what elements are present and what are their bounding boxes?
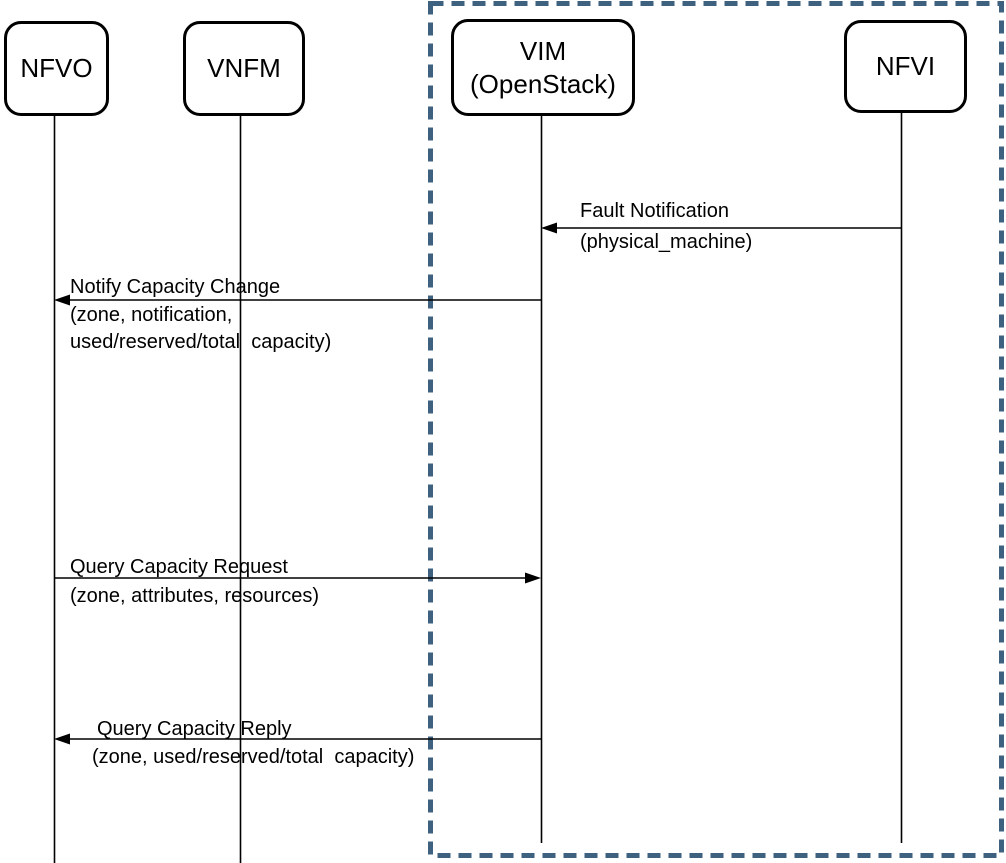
actor-sublabel-vim: (OpenStack) xyxy=(470,68,616,99)
actor-box-vim: VIM (OpenStack) xyxy=(451,19,635,116)
message-4-arrowhead-left-icon xyxy=(54,733,70,745)
message-1-title: Fault Notification xyxy=(580,200,729,222)
actor-label-nfvi: NFVI xyxy=(875,51,936,81)
message-2-params-2: used/reserved/total capacity) xyxy=(70,331,332,353)
message-4-title: Query Capacity Reply xyxy=(97,718,292,740)
actor-label-vim: VIM xyxy=(519,35,567,66)
actor-label-vnfm: VNFM xyxy=(207,53,281,83)
message-4-params: (zone, used/reserved/total capacity) xyxy=(92,746,415,768)
actor-box-nfvo: NFVO xyxy=(4,21,109,116)
message-2-params-1: (zone, notification, xyxy=(70,304,233,326)
actor-label-nfvo: NFVO xyxy=(20,53,93,83)
message-1-params: (physical_machine) xyxy=(580,231,753,253)
actor-box-nfvi: NFVI xyxy=(844,20,967,113)
message-2-arrowhead-left-icon xyxy=(54,294,70,306)
message-3-arrowhead-right-icon xyxy=(525,572,541,584)
message-3-params: (zone, attributes, resources) xyxy=(70,585,319,607)
vim-nfvi-boundary-box xyxy=(428,1,1004,858)
message-1-arrowhead-left-icon xyxy=(541,222,557,234)
message-2-title: Notify Capacity Change xyxy=(70,276,281,298)
actor-box-vnfm: VNFM xyxy=(183,21,305,116)
message-3-title: Query Capacity Request xyxy=(70,556,288,578)
